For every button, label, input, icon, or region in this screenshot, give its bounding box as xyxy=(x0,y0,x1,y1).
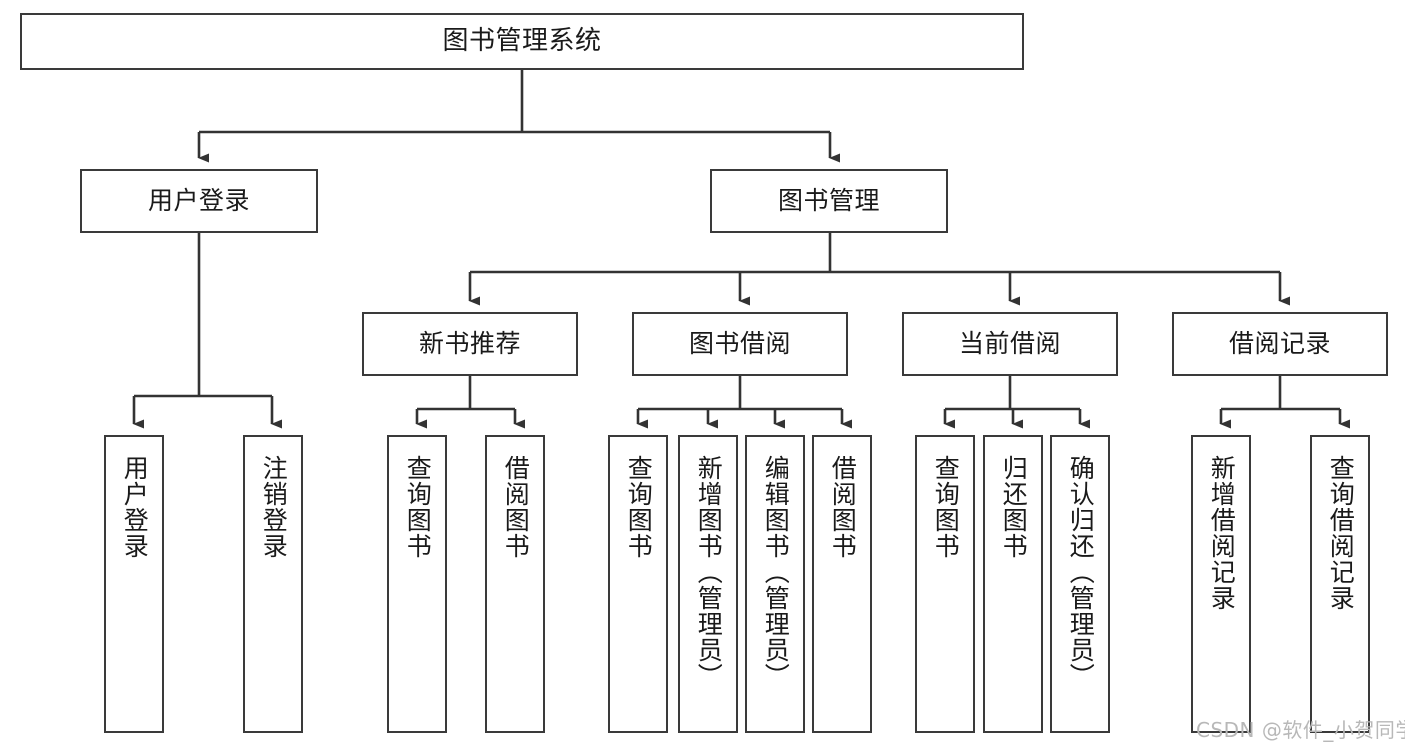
node-label: 编辑图书（管理员） xyxy=(761,455,791,689)
leaf-return-book[interactable]: 归还图书 xyxy=(983,435,1043,733)
leaf-query-book-current[interactable]: 查询图书 xyxy=(915,435,975,733)
leaf-add-book-admin[interactable]: 新增图书（管理员） xyxy=(678,435,738,733)
leaf-query-book[interactable]: 查询图书 xyxy=(608,435,668,733)
node-label: 查询图书 xyxy=(931,455,961,559)
node-new-book-recommend[interactable]: 新书推荐 xyxy=(362,312,578,376)
node-label: 用户登录 xyxy=(147,186,250,216)
node-label: 借阅记录 xyxy=(1228,329,1331,359)
node-book-borrow[interactable]: 图书借阅 xyxy=(632,312,848,376)
leaf-user-login[interactable]: 用户登录 xyxy=(104,435,164,733)
leaf-borrow-book[interactable]: 借阅图书 xyxy=(812,435,872,733)
node-label: 查询图书 xyxy=(624,455,654,559)
node-label: 新书推荐 xyxy=(418,329,521,359)
node-label: 新增图书（管理员） xyxy=(694,455,724,689)
node-label: 查询借阅记录 xyxy=(1326,455,1356,611)
node-label: 确认归还（管理员） xyxy=(1066,455,1096,689)
node-label: 新增借阅记录 xyxy=(1207,455,1237,611)
leaf-query-borrow-record[interactable]: 查询借阅记录 xyxy=(1310,435,1370,733)
node-label: 借阅图书 xyxy=(828,455,858,559)
node-label: 查询图书 xyxy=(403,455,433,559)
node-label: 注销登录 xyxy=(259,455,289,559)
leaf-query-book-recommend[interactable]: 查询图书 xyxy=(387,435,447,733)
node-book-management[interactable]: 图书管理 xyxy=(710,169,948,233)
node-label: 当前借阅 xyxy=(958,329,1061,359)
node-label: 图书管理系统 xyxy=(442,26,602,57)
node-root-system[interactable]: 图书管理系统 xyxy=(20,13,1024,70)
leaf-logout[interactable]: 注销登录 xyxy=(243,435,303,733)
leaf-confirm-return-admin[interactable]: 确认归还（管理员） xyxy=(1050,435,1110,733)
node-current-borrow[interactable]: 当前借阅 xyxy=(902,312,1118,376)
node-borrow-record[interactable]: 借阅记录 xyxy=(1172,312,1388,376)
leaf-borrow-book-recommend[interactable]: 借阅图书 xyxy=(485,435,545,733)
leaf-edit-book-admin[interactable]: 编辑图书（管理员） xyxy=(745,435,805,733)
node-label: 图书管理 xyxy=(777,186,880,216)
node-label: 借阅图书 xyxy=(501,455,531,559)
leaf-add-borrow-record[interactable]: 新增借阅记录 xyxy=(1191,435,1251,733)
node-label: 图书借阅 xyxy=(688,329,791,359)
node-label: 用户登录 xyxy=(120,455,150,559)
node-user-login[interactable]: 用户登录 xyxy=(80,169,318,233)
csdn-watermark: CSDN @软件_小贺同学 xyxy=(1196,718,1405,742)
node-label: 归还图书 xyxy=(999,455,1029,559)
